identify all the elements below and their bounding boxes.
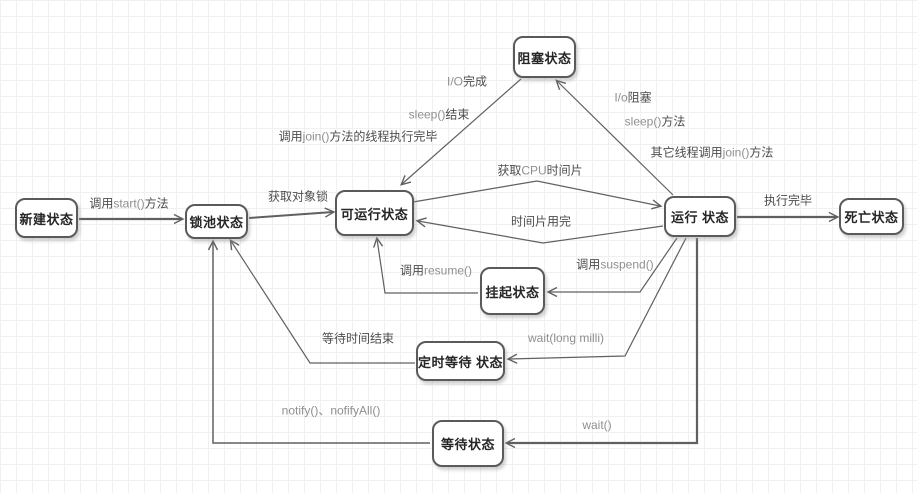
state-node-lock-pool[interactable]: 锁池状态: [185, 204, 248, 239]
state-node-label: 死亡状态: [844, 210, 899, 225]
state-node-waiting[interactable]: 等待状态: [432, 420, 504, 467]
state-node-label: 运行 状态: [670, 210, 730, 225]
edge-label-running-to-blocked-1: sleep()方法: [624, 114, 686, 129]
state-node-label: 等待状态: [440, 437, 495, 452]
edge-label-call-start: 调用start()方法: [89, 196, 169, 211]
state-node-timed-waiting[interactable]: 定时等待 状态: [416, 341, 505, 381]
edge-label-wait-long-milli: wait(long milli): [527, 331, 605, 345]
transition-edge-running-to-blocked: [555, 79, 674, 196]
transition-edge-acquire-object-lock: [248, 207, 336, 219]
transition-edge-wait-long-milli: [506, 237, 687, 364]
state-node-label: 阻塞状态: [517, 50, 572, 66]
state-node-label: 挂起状态: [485, 284, 540, 300]
edge-label-call-suspend: 调用suspend(): [576, 257, 654, 272]
edge-label-blocked-to-runnable-1: sleep()结束: [408, 107, 470, 122]
edge-label-acquire-object-lock: 获取对象锁: [267, 189, 329, 204]
edge-label-blocked-to-runnable: I/O完成: [446, 74, 488, 89]
edge-label-get-cpu-timeslice: 获取CPU时间片: [497, 163, 583, 178]
transition-edge-wait-time-over: [229, 238, 415, 364]
state-node-label: 可运行状态: [340, 206, 409, 222]
transition-edge-call-suspend: [546, 237, 678, 298]
transition-edge-timeslice-used-up: [415, 217, 664, 244]
edge-label-execution-finished: 执行完毕: [763, 193, 813, 208]
edge-label-notify-notifyall: notify()、nofifyAll(): [281, 403, 381, 418]
transition-edge-blocked-to-runnable: [400, 78, 522, 186]
state-node-new[interactable]: 新建状态: [15, 198, 78, 238]
state-node-label: 锁池状态: [189, 215, 244, 230]
edge-label-running-to-blocked-2: 其它线程调用join()方法: [650, 145, 774, 160]
state-node-blocked[interactable]: 阻塞状态: [513, 36, 576, 78]
edge-label-wait-time-over: 等待时间结束: [321, 331, 395, 346]
state-node-suspended[interactable]: 挂起状态: [480, 267, 545, 315]
transition-edge-wait: [504, 238, 699, 449]
state-node-running[interactable]: 运行 状态: [664, 196, 736, 237]
state-node-runnable[interactable]: 可运行状态: [335, 190, 414, 236]
edge-label-blocked-to-runnable-2: 调用join()方法的线程执行完毕: [278, 129, 438, 144]
edge-label-running-to-blocked: I/o阻塞: [614, 90, 652, 105]
state-node-label: 新建状态: [19, 211, 74, 227]
state-node-label: 定时等待 状态: [417, 354, 504, 370]
edge-label-timeslice-used-up: 时间片用完: [510, 214, 572, 229]
transition-edge-get-cpu-timeslice: [412, 180, 663, 210]
edge-label-call-resume: 调用resume(): [399, 263, 473, 278]
transition-edge-notify-notifyall: [207, 239, 430, 444]
transition-edge-call-resume: [373, 236, 478, 294]
edge-label-wait: wait(): [582, 418, 612, 432]
state-node-dead[interactable]: 死亡状态: [839, 198, 904, 235]
